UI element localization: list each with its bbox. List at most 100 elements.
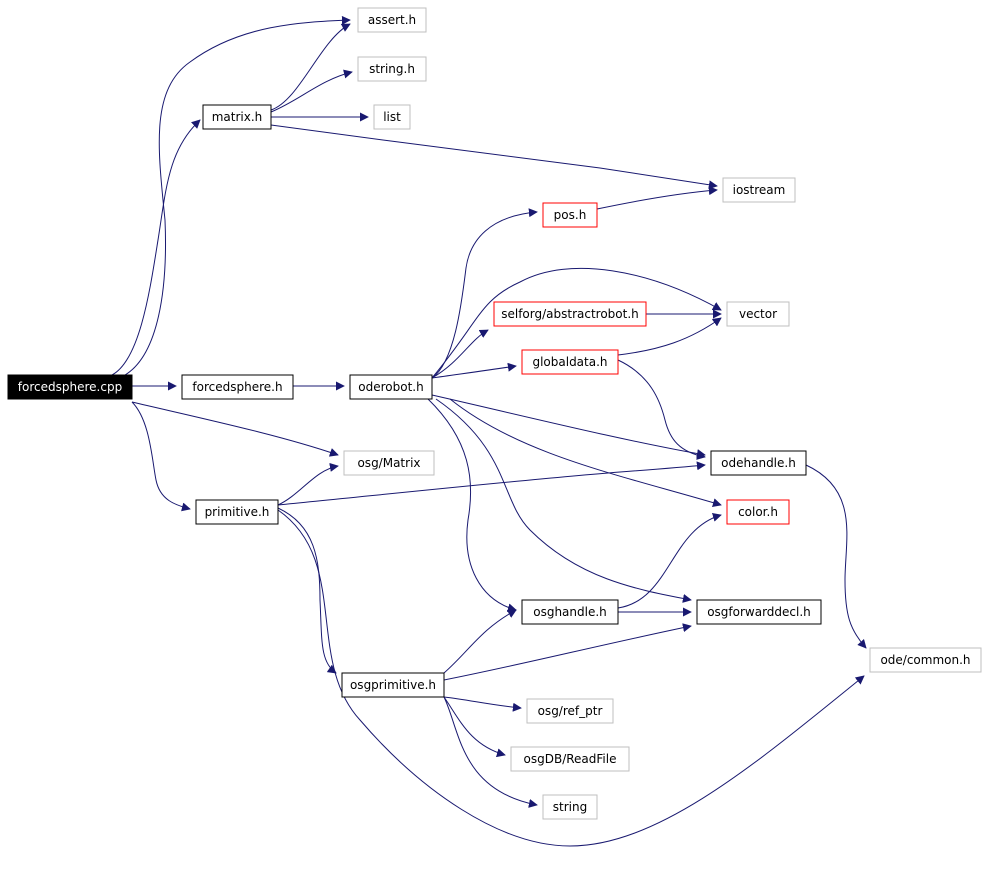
node-box bbox=[710, 450, 807, 476]
node-label: assert.h bbox=[368, 13, 416, 27]
node-matrix-h[interactable]: matrix.h bbox=[202, 104, 272, 130]
node-iostream[interactable]: iostream bbox=[722, 177, 796, 203]
node-osgforwarddecl-h[interactable]: osgforwarddecl.h bbox=[696, 599, 822, 625]
node-box bbox=[526, 698, 614, 724]
edge-oderobot_h-to-odehandle_h bbox=[431, 394, 706, 459]
node-box bbox=[869, 647, 982, 673]
edge-oderobot_h-to-vector bbox=[431, 267, 722, 379]
edge-forcedsphere_cpp-to-assert_h bbox=[124, 15, 351, 376]
node-label: matrix.h bbox=[212, 110, 263, 124]
node-box bbox=[542, 202, 598, 228]
node-forcedsphere-h[interactable]: forcedsphere.h bbox=[181, 374, 294, 400]
edge-osghandle_h-to-color_h bbox=[617, 512, 722, 609]
node-label: osg/ref_ptr bbox=[538, 704, 603, 718]
node-osgprimitive-h[interactable]: osgprimitive.h bbox=[341, 672, 445, 698]
node-label: osghandle.h bbox=[533, 605, 607, 619]
node-forcedsphere-cpp[interactable]: forcedsphere.cpp bbox=[7, 374, 133, 400]
edge-primitive_h-to-osgprimitive_h bbox=[277, 507, 337, 674]
edge-matrix_h-to-iostream bbox=[270, 124, 718, 190]
node-label: color.h bbox=[738, 505, 778, 519]
node-box bbox=[521, 599, 619, 625]
node-box bbox=[7, 374, 133, 400]
node-osg-ref-ptr[interactable]: osg/ref_ptr bbox=[526, 698, 614, 724]
node-oderobot-h[interactable]: oderobot.h bbox=[349, 374, 433, 400]
node-abstractrobot-h[interactable]: selforg/abstractrobot.h bbox=[493, 301, 647, 327]
node-osghandle-h[interactable]: osghandle.h bbox=[521, 599, 619, 625]
edge-osgprimitive_h-to-string bbox=[443, 696, 538, 808]
edge-oderobot_h-to-osgforwarddecl_h bbox=[435, 398, 692, 603]
edge-primitive_h-to-ode_common_h bbox=[277, 509, 865, 847]
node-box bbox=[357, 7, 427, 33]
node-label: ode/common.h bbox=[880, 653, 970, 667]
node-string-h[interactable]: string.h bbox=[357, 56, 427, 82]
edge-oderobot_h-to-pos_h bbox=[431, 208, 538, 379]
node-box bbox=[343, 450, 435, 476]
node-color-h[interactable]: color.h bbox=[726, 499, 790, 525]
edge-osgprimitive_h-to-osgforwarddecl_h bbox=[443, 623, 692, 681]
node-label: selforg/abstractrobot.h bbox=[501, 307, 639, 321]
node-pos-h[interactable]: pos.h bbox=[542, 202, 598, 228]
node-label: primitive.h bbox=[205, 505, 270, 519]
node-label: osgDB/ReadFile bbox=[524, 752, 617, 766]
node-label: string bbox=[553, 800, 587, 814]
node-layer: forcedsphere.cpp matrix.h assert.h string.h… bbox=[7, 7, 982, 820]
edge-oderobot_h-to-color_h bbox=[449, 398, 722, 508]
edge-primitive_h-to-osg_matrix bbox=[277, 462, 339, 506]
node-label: iostream bbox=[733, 183, 786, 197]
edge-matrix_h-to-assert_h bbox=[270, 23, 351, 111]
edge-oderobot_h-to-abstractrobot_h bbox=[431, 329, 489, 379]
node-label: list bbox=[383, 110, 401, 124]
node-label: pos.h bbox=[554, 208, 587, 222]
edge-globaldata_h-to-vector bbox=[617, 317, 722, 356]
edge-forcedsphere_cpp-to-matrix_h bbox=[111, 119, 201, 376]
edge-matrix_h-to-string_h bbox=[270, 69, 353, 113]
edge-odehandle_h-to-ode_common_h bbox=[805, 464, 867, 649]
node-box bbox=[510, 746, 630, 772]
node-box bbox=[341, 672, 445, 698]
node-label: globaldata.h bbox=[532, 355, 607, 369]
node-box bbox=[202, 104, 272, 130]
node-osgdb-readfile[interactable]: osgDB/ReadFile bbox=[510, 746, 630, 772]
edge-oderobot_h-to-osghandle_h bbox=[427, 398, 517, 613]
node-label: osgprimitive.h bbox=[350, 678, 436, 692]
edge-osgprimitive_h-to-osghandle_h bbox=[443, 609, 517, 674]
edge-primitive_h-to-odehandle_h bbox=[277, 461, 706, 506]
node-assert-h[interactable]: assert.h bbox=[357, 7, 427, 33]
node-primitive-h[interactable]: primitive.h bbox=[195, 499, 279, 525]
node-box bbox=[521, 349, 619, 375]
edge-forcedsphere_cpp-to-primitive_h bbox=[131, 401, 191, 512]
node-label: osg/Matrix bbox=[357, 456, 420, 470]
node-label: forcedsphere.cpp bbox=[18, 380, 122, 394]
node-box bbox=[373, 104, 411, 130]
node-ode-common-h[interactable]: ode/common.h bbox=[869, 647, 982, 673]
node-box bbox=[722, 177, 796, 203]
node-box bbox=[493, 301, 647, 327]
node-label: odehandle.h bbox=[721, 456, 796, 470]
node-box bbox=[357, 56, 427, 82]
node-globaldata-h[interactable]: globaldata.h bbox=[521, 349, 619, 375]
node-label: vector bbox=[739, 307, 777, 321]
edge-pos_h-to-iostream bbox=[596, 186, 718, 210]
node-label: osgforwarddecl.h bbox=[707, 605, 811, 619]
node-list[interactable]: list bbox=[373, 104, 411, 130]
node-vector[interactable]: vector bbox=[726, 301, 790, 327]
node-box bbox=[726, 499, 790, 525]
node-string[interactable]: string bbox=[542, 794, 598, 820]
node-label: string.h bbox=[369, 62, 415, 76]
edge-forcedsphere_cpp-to-osg_matrix bbox=[131, 401, 339, 457]
node-box bbox=[349, 374, 433, 400]
edge-osgprimitive_h-to-osg_ref_ptr bbox=[443, 696, 522, 712]
node-label: oderobot.h bbox=[358, 380, 423, 394]
node-odehandle-h[interactable]: odehandle.h bbox=[710, 450, 807, 476]
node-box bbox=[726, 301, 790, 327]
edge-oderobot_h-to-globaldata_h bbox=[431, 362, 517, 379]
node-box bbox=[542, 794, 598, 820]
node-label: forcedsphere.h bbox=[192, 380, 282, 394]
edge-layer bbox=[111, 15, 867, 847]
node-box bbox=[696, 599, 822, 625]
edge-globaldata_h-to-odehandle_h bbox=[617, 359, 706, 460]
node-osg-matrix[interactable]: osg/Matrix bbox=[343, 450, 435, 476]
node-box bbox=[195, 499, 279, 525]
edge-osgprimitive_h-to-osgdb_readfile bbox=[443, 696, 506, 758]
